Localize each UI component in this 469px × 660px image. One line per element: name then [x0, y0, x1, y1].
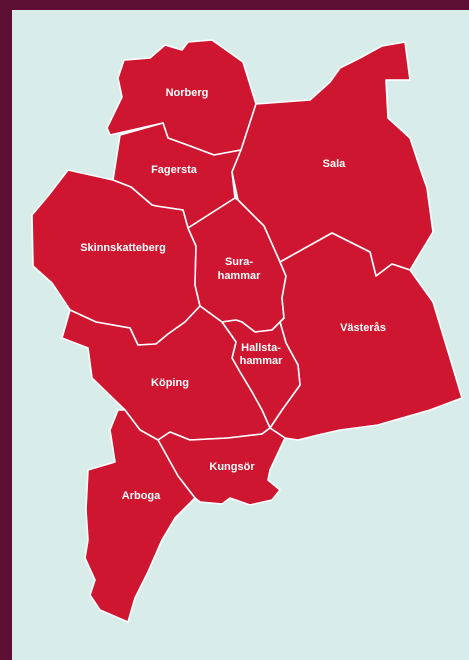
label-vasteras: Västerås — [340, 322, 386, 334]
label-koping: Köping — [151, 377, 189, 389]
region-vasteras[interactable] — [269, 232, 463, 441]
region-arboga[interactable] — [84, 409, 196, 623]
label-arboga: Arboga — [122, 490, 161, 502]
label-surahammar-line1: Sura- — [225, 256, 253, 268]
label-sala: Sala — [323, 158, 347, 170]
label-norberg: Norberg — [166, 87, 209, 99]
label-hallstahammar-line1: Hallsta- — [241, 342, 281, 354]
label-hallstahammar-line2: hammar — [240, 355, 284, 367]
region-kungsor[interactable] — [157, 427, 286, 506]
label-fagersta: Fagersta — [151, 164, 198, 176]
label-surahammar-line2: hammar — [218, 270, 262, 282]
label-skinnskatteberg: Skinnskatteberg — [80, 242, 166, 254]
label-kungsor: Kungsör — [209, 461, 255, 473]
